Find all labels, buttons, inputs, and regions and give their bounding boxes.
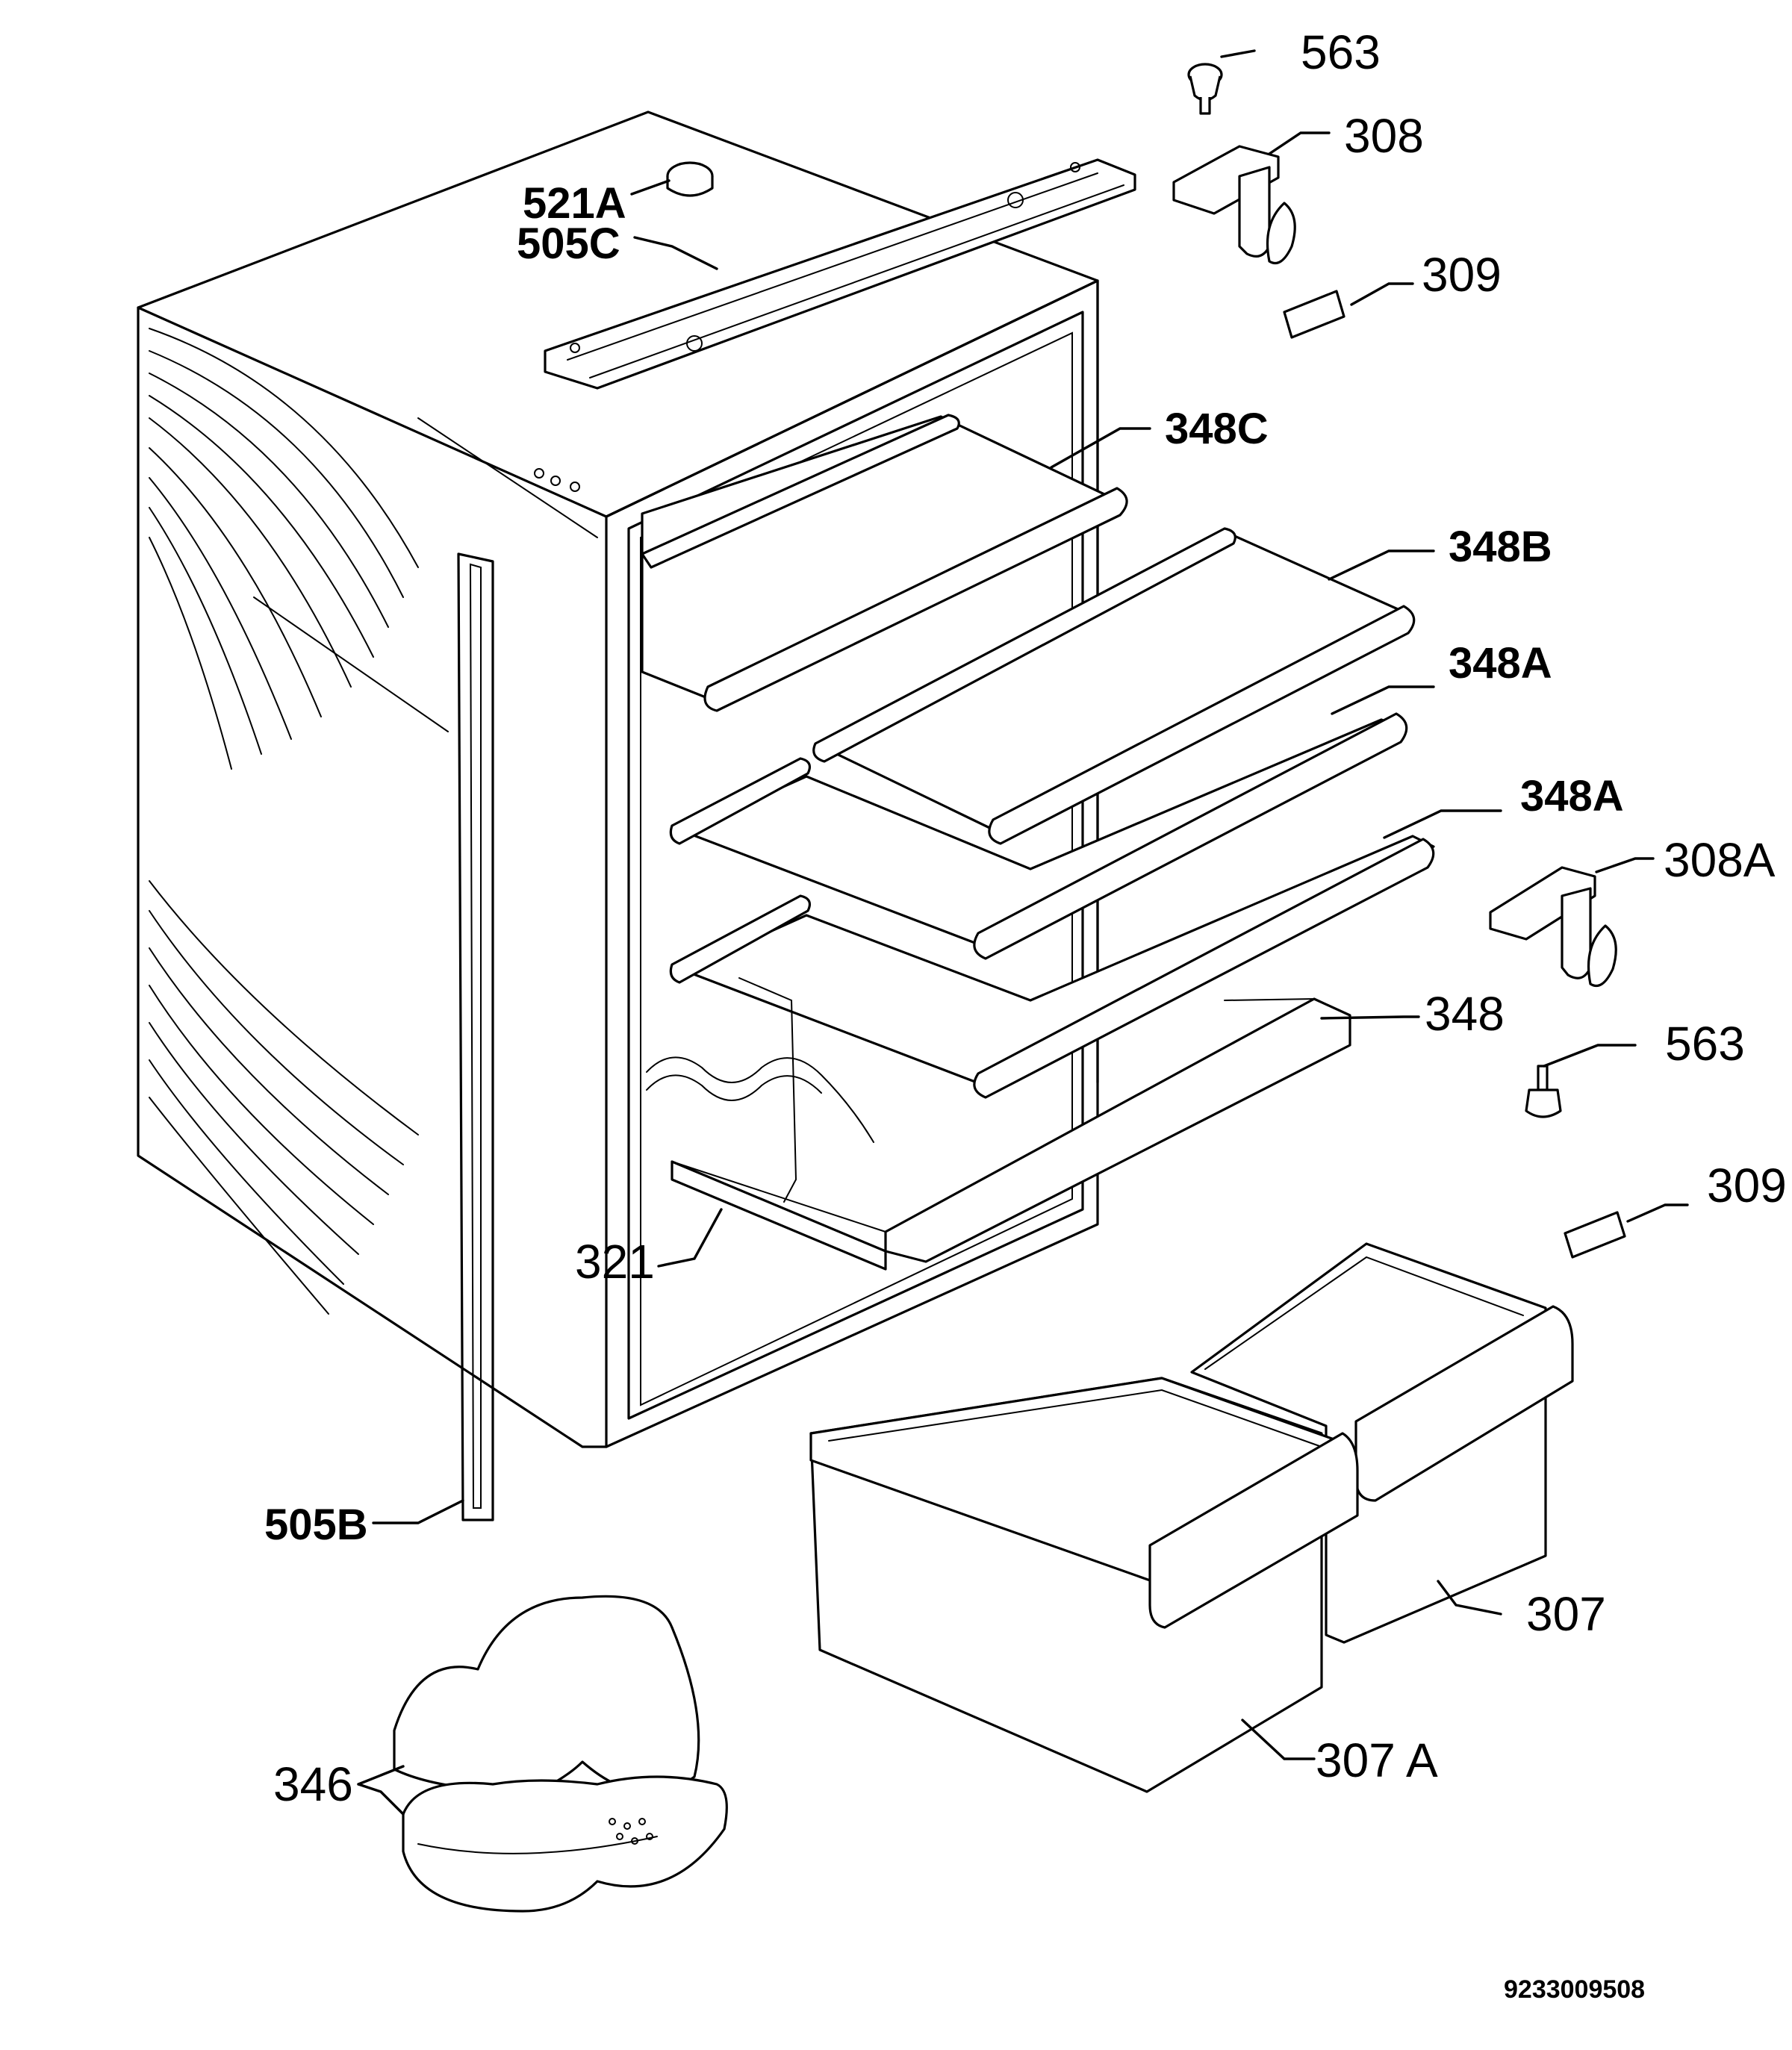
- shelf-348-bottom: [671, 997, 1351, 1263]
- shelf-348a-upper: [669, 712, 1408, 960]
- label-346: 346: [273, 1757, 353, 1811]
- label-307: 307: [1526, 1587, 1606, 1641]
- hinge-308: [1172, 145, 1296, 265]
- label-563-mid: 563: [1665, 1017, 1745, 1071]
- label-307a: 307 A: [1316, 1733, 1438, 1787]
- egg-tray-346: [393, 1595, 728, 1913]
- label-309-top: 309: [1422, 248, 1502, 302]
- label-348b: 348B: [1449, 523, 1552, 571]
- plate-309-mid: [1564, 1211, 1626, 1259]
- label-505b: 505B: [264, 1501, 368, 1549]
- cabinet-body: [137, 110, 1099, 1521]
- bin-307a: [809, 1377, 1359, 1793]
- label-308a: 308A: [1664, 833, 1776, 887]
- label-563-top: 563: [1301, 25, 1381, 79]
- label-505c: 505C: [517, 219, 620, 268]
- shelf-348b: [812, 527, 1416, 845]
- label-348: 348: [1425, 987, 1505, 1041]
- label-321: 321: [575, 1235, 655, 1289]
- hinge-308a: [1489, 866, 1617, 988]
- label-348a-lower: 348A: [1520, 772, 1624, 820]
- label-348c: 348C: [1165, 405, 1269, 453]
- cap-563-top: [1187, 63, 1223, 115]
- top-hinge-rail: [544, 158, 1136, 390]
- shelf-348a-lower: [669, 835, 1435, 1099]
- drawing-number: 9233009508: [1504, 1975, 1645, 2004]
- label-521a: 521A: [523, 179, 626, 228]
- label-348a-upper: 348A: [1449, 639, 1552, 688]
- label-309-mid: 309: [1707, 1159, 1787, 1212]
- drip-tray-321: [646, 977, 887, 1271]
- plate-309-top: [1283, 290, 1345, 339]
- shelf-348c: [641, 414, 1128, 712]
- label-308: 308: [1344, 109, 1424, 163]
- cap-563-mid: [1525, 1065, 1562, 1118]
- part-labels: 563 308 309 521A 505C 348C 348B 348A 348…: [264, 25, 1787, 2004]
- side-panel-shading: [149, 328, 598, 1315]
- leader-lines: [357, 49, 1689, 1816]
